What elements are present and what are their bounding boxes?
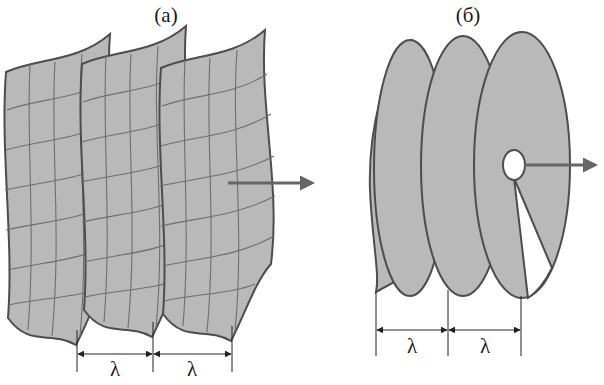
wavelength-label: λ: [407, 336, 417, 357]
dimension-lines: [376, 290, 521, 356]
dimension-lines: [77, 322, 232, 372]
propagation-arrow: [228, 182, 312, 185]
panel-label: (б): [456, 5, 481, 26]
panel-label: (а): [154, 5, 177, 26]
propagation-arrow: [525, 164, 595, 167]
wavelength-label: λ: [110, 359, 120, 380]
wavelength-label: λ: [480, 336, 490, 357]
wavelength-label: λ: [187, 359, 197, 380]
wave-sheet: [159, 30, 275, 341]
